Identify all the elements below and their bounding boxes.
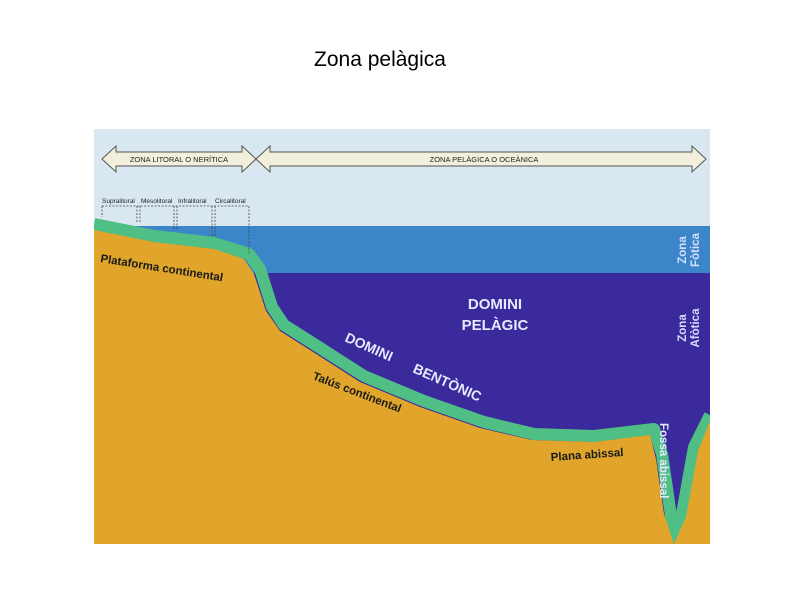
plana-abissal-label: Plana abissal xyxy=(550,447,624,464)
zona-pelagica-arrow: ZONA PELÀGICA O OCEÀNICA xyxy=(255,144,707,174)
subzone-brackets xyxy=(101,205,250,254)
subzone-supralitoral: Supralitoral xyxy=(102,198,135,205)
fossa-abissal-label: Fossa abissal xyxy=(657,423,669,498)
zona-fotica-line1: Zona xyxy=(677,236,689,264)
subzone-infralitoral: Infralitoral xyxy=(178,198,207,205)
seabed-band xyxy=(94,218,710,543)
domini-pelagic-line1: DOMINI xyxy=(468,296,522,313)
zona-pelagica-label: ZONA PELÀGICA O OCEÀNICA xyxy=(430,155,539,164)
zona-afotica-line2: Afòtica xyxy=(690,308,702,348)
land xyxy=(94,230,710,544)
zona-afotica-line1: Zona xyxy=(677,314,689,342)
ocean-zones-diagram: ZONA LITORAL O NERÍTICA ZONA PELÀGICA O … xyxy=(94,129,710,544)
zona-fotica-line2: Fòtica xyxy=(690,232,702,266)
page-title: Zona pelàgica xyxy=(314,48,446,71)
subzone-mesolitoral: Mesolitoral xyxy=(141,198,173,205)
domini-pelagic-line2: PELÀGIC xyxy=(462,317,529,334)
zona-litoral-label: ZONA LITORAL O NERÍTICA xyxy=(130,155,228,164)
subzone-circalitoral: Circalitoral xyxy=(215,198,246,205)
